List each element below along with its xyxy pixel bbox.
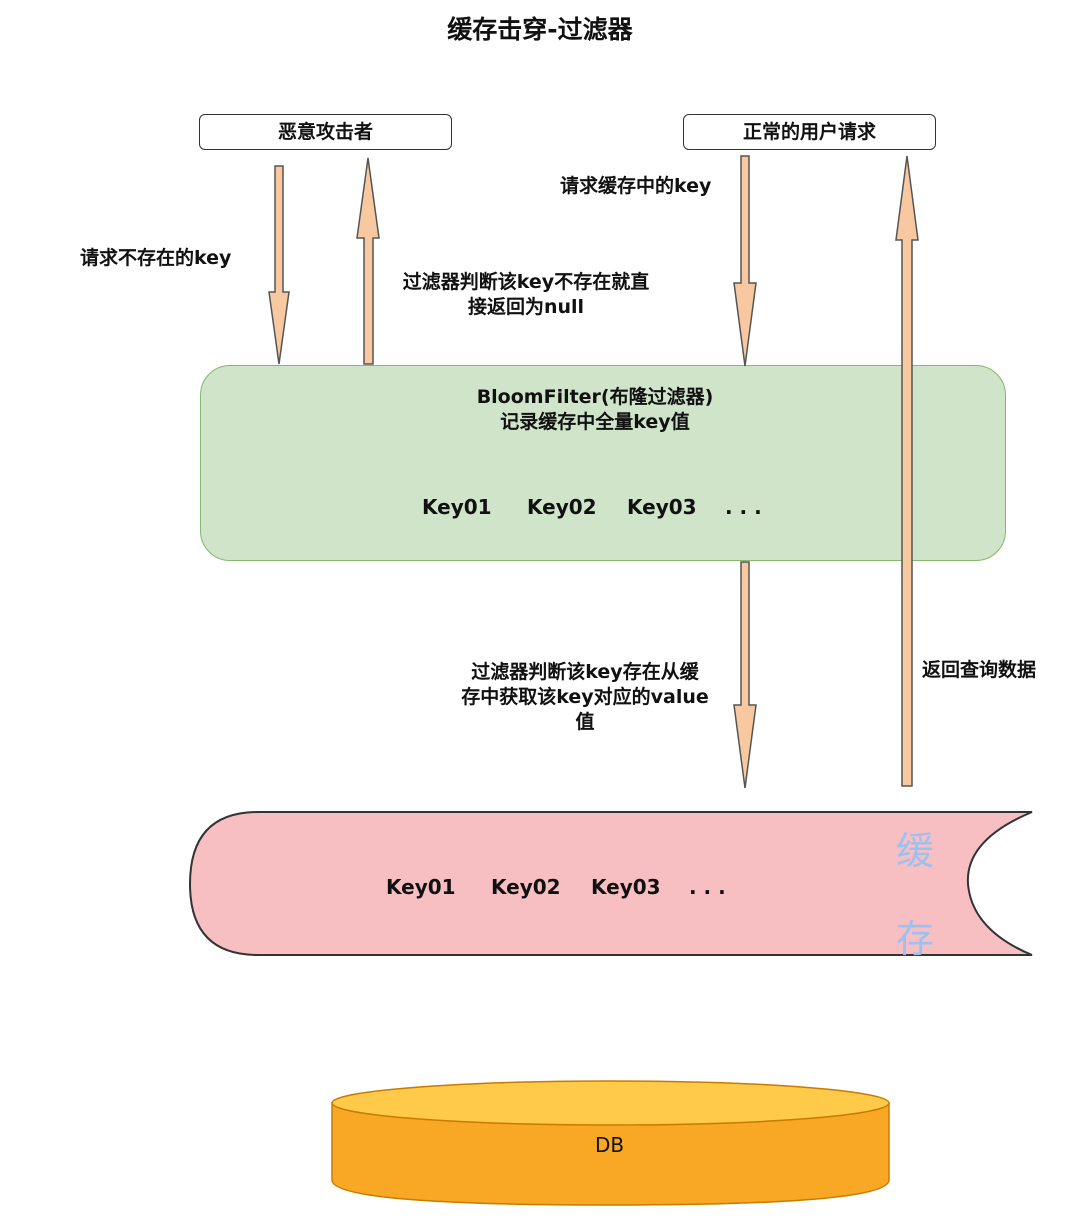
arrow-user-request: [733, 155, 757, 367]
bloom-filter-title-line2: 记录缓存中全量key值: [500, 411, 690, 433]
arrow-return-data: [895, 155, 919, 787]
label-filter-reject: 过滤器判断该key不存在就直 接返回为null: [386, 270, 666, 320]
filter-key-1: Key01: [422, 495, 492, 519]
cache-side-label-2: 存: [896, 917, 935, 961]
cache-key-2: Key02: [491, 875, 561, 899]
label-filter-reject-line1: 过滤器判断该key不存在就直: [402, 271, 650, 293]
label-request-missing-key: 请求不存在的key: [80, 247, 232, 269]
diagram-title: 缓存击穿-过滤器: [447, 15, 633, 44]
label-filter-pass-line2: 存中获取该key对应的value: [461, 686, 709, 708]
bloom-filter-box: [200, 365, 1006, 561]
db-label: DB: [595, 1133, 625, 1157]
label-return-data: 返回查询数据: [922, 659, 1037, 681]
label-filter-reject-line2: 接返回为null: [467, 296, 585, 318]
label-filter-pass-line3: 值: [575, 711, 595, 733]
cache-key-1: Key01: [386, 875, 456, 899]
user-request-box: 正常的用户请求: [683, 114, 936, 150]
arrow-filter-reject: [356, 157, 380, 365]
db-cylinder: [331, 1080, 890, 1206]
arrow-attacker-request: [268, 165, 290, 365]
attacker-box: 恶意攻击者: [199, 114, 452, 150]
filter-key-3: Key03: [627, 495, 697, 519]
cache-key-ellipsis: . . .: [689, 875, 726, 899]
cache-side-label-1: 缓: [896, 829, 935, 873]
label-request-cached-key: 请求缓存中的key: [560, 175, 712, 197]
bloom-filter-title: BloomFilter(布隆过滤器) 记录缓存中全量key值: [200, 385, 990, 435]
filter-key-2: Key02: [527, 495, 597, 519]
cache-key-3: Key03: [591, 875, 661, 899]
arrow-filter-pass: [733, 561, 757, 789]
filter-key-ellipsis: . . .: [725, 495, 762, 519]
bloom-filter-title-line1: BloomFilter(布隆过滤器): [476, 386, 714, 408]
cache-storage-shape: [188, 811, 1033, 956]
label-filter-pass: 过滤器判断该key存在从缓 存中获取该key对应的value 值: [440, 660, 730, 735]
label-filter-pass-line1: 过滤器判断该key存在从缓: [471, 661, 699, 683]
